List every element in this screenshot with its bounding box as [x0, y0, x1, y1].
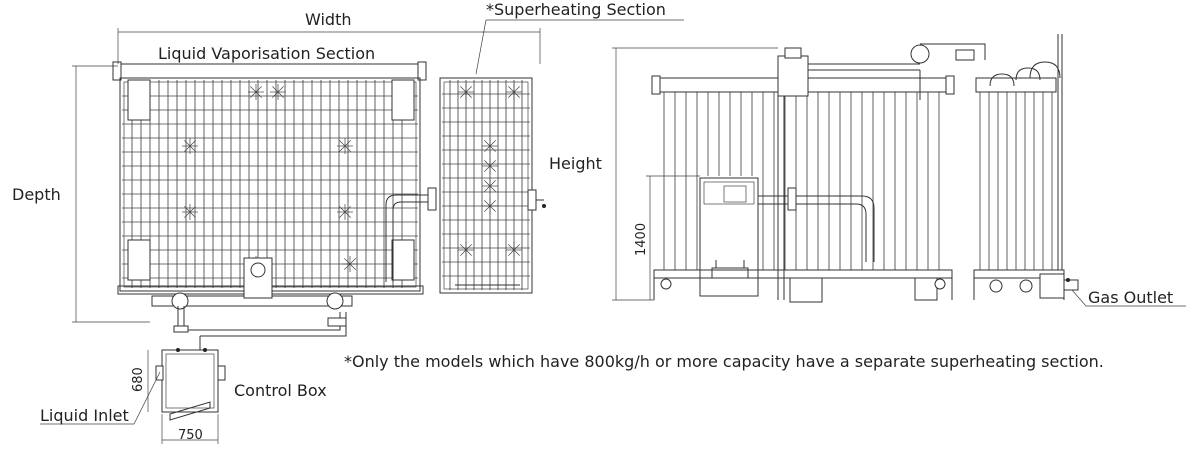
top-view-superheating-section: [439, 77, 546, 294]
fin-joint-mark: [342, 256, 358, 272]
label-dim-750: 750: [178, 428, 203, 443]
dimension-lines: [40, 19, 1186, 444]
fin-joint-mark: [248, 84, 264, 100]
label-gas-outlet: Gas Outlet: [1088, 288, 1173, 307]
fin-joint-mark: [482, 138, 498, 154]
label-control-box: Control Box: [234, 381, 327, 400]
label-superheating-section: *Superheating Section: [486, 0, 666, 19]
label-height: Height: [549, 154, 602, 173]
footnote: *Only the models which have 800kg/h or m…: [344, 352, 1104, 371]
top-view-vaporisation-section: [112, 61, 437, 350]
fin-joint-mark: [482, 178, 498, 194]
fin-joint-mark: [458, 84, 474, 100]
fin-joint-mark: [458, 242, 474, 258]
fin-joint-mark: [270, 84, 286, 100]
fin-joint-mark: [482, 158, 498, 174]
labels: Width *Superheating Section Liquid Vapor…: [12, 0, 1173, 443]
fin-joint-mark: [506, 84, 522, 100]
label-depth: Depth: [12, 185, 61, 204]
label-dim-1400: 1400: [634, 223, 649, 256]
fin-joint-mark: [182, 204, 198, 220]
control-box-plan: [155, 348, 226, 421]
front-elevation: [651, 43, 986, 303]
label-liquid-inlet: Liquid Inlet: [40, 406, 129, 425]
label-width: Width: [305, 10, 351, 29]
fin-joint-mark: [482, 198, 498, 214]
label-liquid-vaporisation-section: Liquid Vaporisation Section: [158, 44, 375, 63]
label-dim-680: 680: [131, 367, 146, 392]
fin-joint-mark: [506, 242, 522, 258]
side-elevation: [973, 34, 1079, 300]
fin-joint-mark: [337, 204, 353, 220]
fin-joint-mark: [337, 138, 353, 154]
fin-joint-mark: [182, 138, 198, 154]
